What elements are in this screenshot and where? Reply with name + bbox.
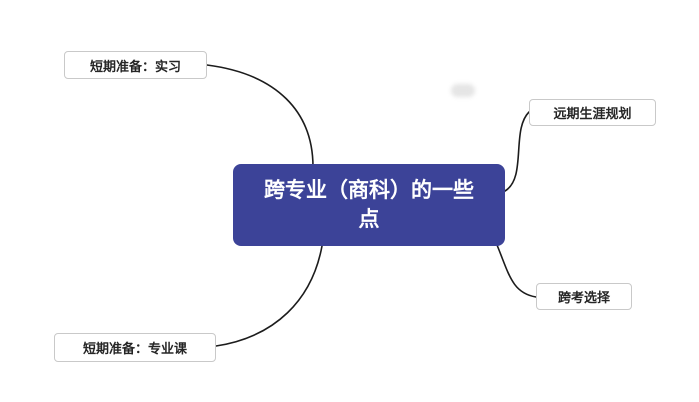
root-node[interactable]: 跨专业（商科）的一些点 <box>233 164 505 246</box>
connector-root-to-top-left <box>206 64 314 168</box>
connector-root-to-bottom-left <box>215 245 323 347</box>
branch-node-label: 短期准备：专业课 <box>82 341 187 356</box>
smudge-artifact <box>451 84 475 97</box>
branch-node-exam-choice[interactable]: 跨考选择 <box>536 283 632 310</box>
root-node-label: 跨专业（商科）的一些点 <box>264 179 474 231</box>
connector-root-to-top-right <box>504 111 530 192</box>
connector-root-to-bottom-right <box>496 244 537 298</box>
branch-node-short-term-internship[interactable]: 短期准备：实习 <box>64 51 207 79</box>
branch-node-short-term-courses[interactable]: 短期准备：专业课 <box>54 333 216 362</box>
branch-node-label: 远期生涯规划 <box>553 106 632 121</box>
branch-node-label: 跨考选择 <box>557 290 610 305</box>
branch-node-label: 短期准备：实习 <box>89 58 181 74</box>
branch-node-long-term-career[interactable]: 远期生涯规划 <box>529 99 656 126</box>
